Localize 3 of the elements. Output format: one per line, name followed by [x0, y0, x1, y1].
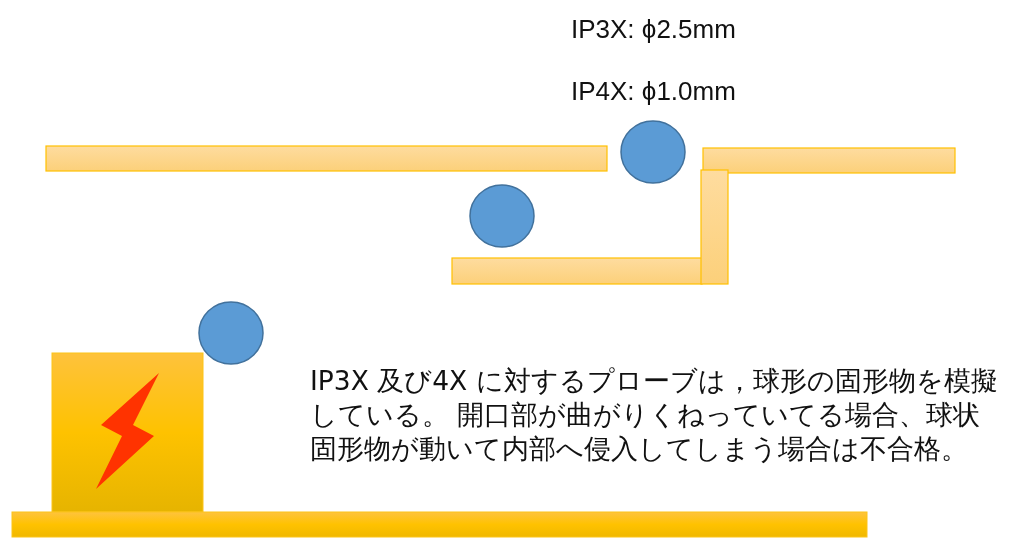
probe-size-label: IP3X: ϕ2.5mm [571, 13, 736, 45]
probe-size-label: IP4X: ϕ1.0mm [571, 75, 736, 107]
description-text: IP3X 及び4X に対するプローブは，球形の固形物を模擬している。 開口部が曲がりくねっていてる場合、球状固形物が動いて内部へ侵入してしまう場合は不合格。 [310, 364, 999, 466]
